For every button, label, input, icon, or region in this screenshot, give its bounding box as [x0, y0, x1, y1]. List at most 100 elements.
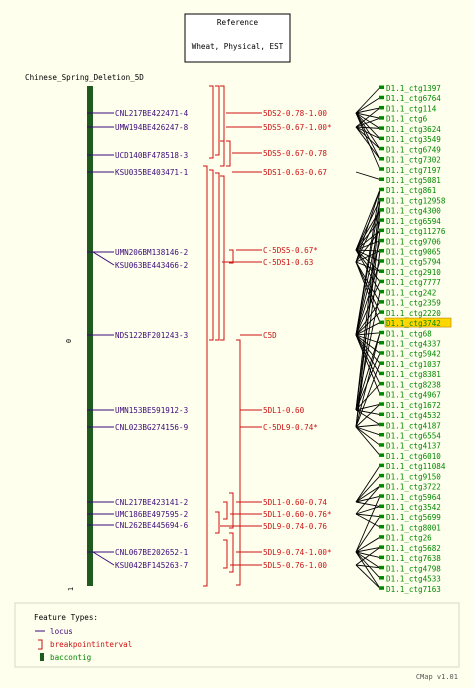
contig-label[interactable]: D1.1_ctg4967 — [386, 391, 441, 400]
locus-label[interactable]: NDS122BF201243-3 — [115, 331, 188, 340]
locus-label[interactable]: KSU063BE443466-2 — [115, 261, 188, 270]
contig-label[interactable]: D1.1_ctg11084 — [386, 462, 446, 471]
breakpoint-bracket[interactable] — [215, 511, 220, 534]
contig-label[interactable]: D1.1_ctg861 — [386, 186, 437, 195]
contig-label[interactable]: D1.1_ctg8238 — [386, 380, 441, 389]
contig-label[interactable]: D1.1_ctg4137 — [386, 442, 441, 451]
contig-label[interactable]: D1.1_ctg3722 — [386, 483, 441, 492]
breakpoint-label[interactable]: 5DS1-0.63-0.67 — [263, 168, 327, 177]
breakpoint-bracket[interactable] — [220, 175, 225, 341]
locus-label[interactable]: CNL262BE445694-6 — [115, 521, 189, 530]
contig-label[interactable]: D1.1_ctg26 — [386, 534, 432, 543]
contig-label[interactable]: D1.1_ctg4337 — [386, 340, 441, 349]
locus-label[interactable]: UCD140BF478518-3 — [115, 151, 188, 160]
locus-label[interactable]: UMC186BE497595-2 — [115, 510, 188, 519]
contig-label[interactable]: D1.1_ctg12958 — [386, 196, 446, 205]
map-bar[interactable] — [87, 86, 93, 586]
locus-label[interactable]: UMN153BE591912-3 — [115, 406, 188, 415]
contig-label[interactable]: D1.1_ctg114 — [386, 104, 437, 113]
breakpoint-bracket[interactable] — [229, 492, 234, 529]
contig-label[interactable]: D1.1_ctg68 — [386, 329, 432, 338]
breakpoint-bracket[interactable] — [209, 85, 214, 159]
locus-label[interactable]: UMW194BE426247-8 — [115, 123, 189, 132]
breakpoint-bracket[interactable] — [215, 172, 220, 341]
contig-label[interactable]: D1.1_ctg4532 — [386, 411, 441, 420]
breakpoint-label[interactable]: C5D — [263, 331, 277, 340]
breakpoint-label[interactable]: 5DS5-0.67-1.00* — [263, 123, 332, 132]
contig-label[interactable]: D1.1_ctg6764 — [386, 94, 441, 103]
breakpoint-label[interactable]: 5DL9-0.74-0.76 — [263, 522, 327, 531]
breakpoint-label[interactable]: C-5DS5-0.67* — [263, 246, 318, 255]
contig-label[interactable]: D1.1_ctg1037 — [386, 360, 441, 369]
contig-label[interactable]: D1.1_ctg5794 — [386, 258, 441, 267]
contig-label[interactable]: D1.1_ctg9150 — [386, 472, 441, 481]
contig-label[interactable]: D1.1_ctg5699 — [386, 513, 441, 522]
contig-label[interactable]: D1.1_ctg6749 — [386, 145, 441, 154]
contig-label[interactable]: D1.1_ctg6594 — [386, 217, 441, 226]
contig-connector — [355, 332, 381, 428]
contig-label[interactable]: D1.1_ctg2910 — [386, 268, 441, 277]
contig-label[interactable]: D1.1_ctg3742 — [386, 319, 441, 328]
contig-label[interactable]: D1.1_ctg4187 — [386, 421, 441, 430]
contig-label[interactable]: D1.1_ctg4300 — [386, 207, 441, 216]
breakpoint-bracket[interactable] — [220, 140, 225, 167]
contig-label[interactable]: D1.1_ctg5942 — [386, 350, 441, 359]
locus-label[interactable]: CNL217BE423141-2 — [115, 498, 188, 507]
contig-label[interactable]: D1.1_ctg3624 — [386, 125, 441, 134]
locus-label[interactable]: CNL067BE202652-1 — [115, 548, 189, 557]
locus-label[interactable]: CNL023BG274156-9 — [115, 423, 189, 432]
contig-label[interactable]: D1.1_ctg9065 — [386, 248, 441, 257]
contig-connector — [355, 564, 381, 589]
contig-marker — [379, 157, 384, 161]
contig-label[interactable]: D1.1_ctg7638 — [386, 554, 441, 563]
contig-label[interactable]: D1.1_ctg1397 — [386, 84, 441, 93]
breakpoint-label[interactable]: 5DL1-0.60-0.74 — [263, 498, 327, 507]
contig-marker — [379, 463, 384, 468]
breakpoint-label[interactable]: C-5DL9-0.74* — [263, 423, 318, 432]
breakpoint-label[interactable]: 5DL1-0.60-0.76* — [263, 510, 332, 519]
reference-box[interactable]: Reference Wheat, Physical, EST — [184, 13, 291, 63]
breakpoint-label[interactable]: 5DL9-0.74-1.00* — [263, 548, 332, 557]
breakpoint-bracket[interactable] — [203, 165, 208, 587]
contig-label[interactable]: D1.1_ctg8381 — [386, 370, 441, 379]
locus-label[interactable]: UMN206BM138146-2 — [115, 248, 188, 257]
breakpoint-label[interactable]: 5DL1-0.60 — [263, 406, 305, 415]
contig-label[interactable]: D1.1_ctg7163 — [386, 585, 441, 594]
breakpoint-label[interactable]: C-5DS1-0.63 — [263, 258, 313, 267]
contig-label[interactable]: D1.1_ctg7777 — [386, 278, 441, 287]
breakpoint-label[interactable]: 5DS2-0.78-1.00 — [263, 109, 327, 118]
contig-label[interactable]: D1.1_ctg2359 — [386, 299, 441, 308]
contig-label[interactable]: D1.1_ctg6 — [386, 115, 428, 124]
contig-label[interactable]: D1.1_ctg5081 — [386, 176, 441, 185]
contig-label[interactable]: D1.1_ctg5964 — [386, 493, 441, 502]
contig-label[interactable]: D1.1_ctg1672 — [386, 401, 441, 410]
contig-label[interactable]: D1.1_ctg8001 — [386, 523, 441, 532]
contig-label[interactable]: D1.1_ctg9706 — [386, 237, 441, 246]
locus-label[interactable]: KSU035BE403471-1 — [115, 168, 189, 177]
breakpoint-bracket[interactable] — [223, 501, 228, 520]
breakpoint-bracket[interactable] — [229, 249, 234, 264]
contig-label[interactable]: D1.1_ctg3542 — [386, 503, 441, 512]
locus-label[interactable]: KSU042BF145263-7 — [115, 561, 188, 570]
breakpoint-bracket[interactable] — [209, 169, 214, 341]
contig-label[interactable]: D1.1_ctg7302 — [386, 156, 441, 165]
contig-label[interactable]: D1.1_ctg6010 — [386, 452, 441, 461]
breakpoint-bracket[interactable] — [215, 85, 220, 156]
contig-label[interactable]: D1.1_ctg4533 — [386, 575, 441, 584]
contig-label[interactable]: D1.1_ctg3549 — [386, 135, 441, 144]
breakpoint-bracket[interactable] — [229, 532, 234, 573]
contig-label[interactable]: D1.1_ctg7197 — [386, 166, 441, 175]
breakpoint-label[interactable]: 5DS5-0.67-0.78 — [263, 149, 327, 158]
contig-label[interactable]: D1.1_ctg11276 — [386, 227, 446, 236]
locus-label[interactable]: CNL217BE422471-4 — [115, 109, 189, 118]
breakpoint-bracket[interactable] — [236, 339, 241, 586]
contig-label[interactable]: D1.1_ctg5682 — [386, 544, 441, 553]
contig-label[interactable]: D1.1_ctg6554 — [386, 431, 441, 440]
breakpoint-bracket[interactable] — [223, 539, 228, 569]
contig-label[interactable]: D1.1_ctg242 — [386, 288, 436, 297]
breakpoint-bracket[interactable] — [226, 140, 231, 167]
map-title[interactable]: Chinese_Spring_Deletion_5D — [25, 73, 144, 82]
contig-label[interactable]: D1.1_ctg4798 — [386, 564, 441, 573]
contig-label[interactable]: D1.1_ctg2220 — [386, 309, 441, 318]
breakpoint-label[interactable]: 5DL5-0.76-1.00 — [263, 561, 327, 570]
